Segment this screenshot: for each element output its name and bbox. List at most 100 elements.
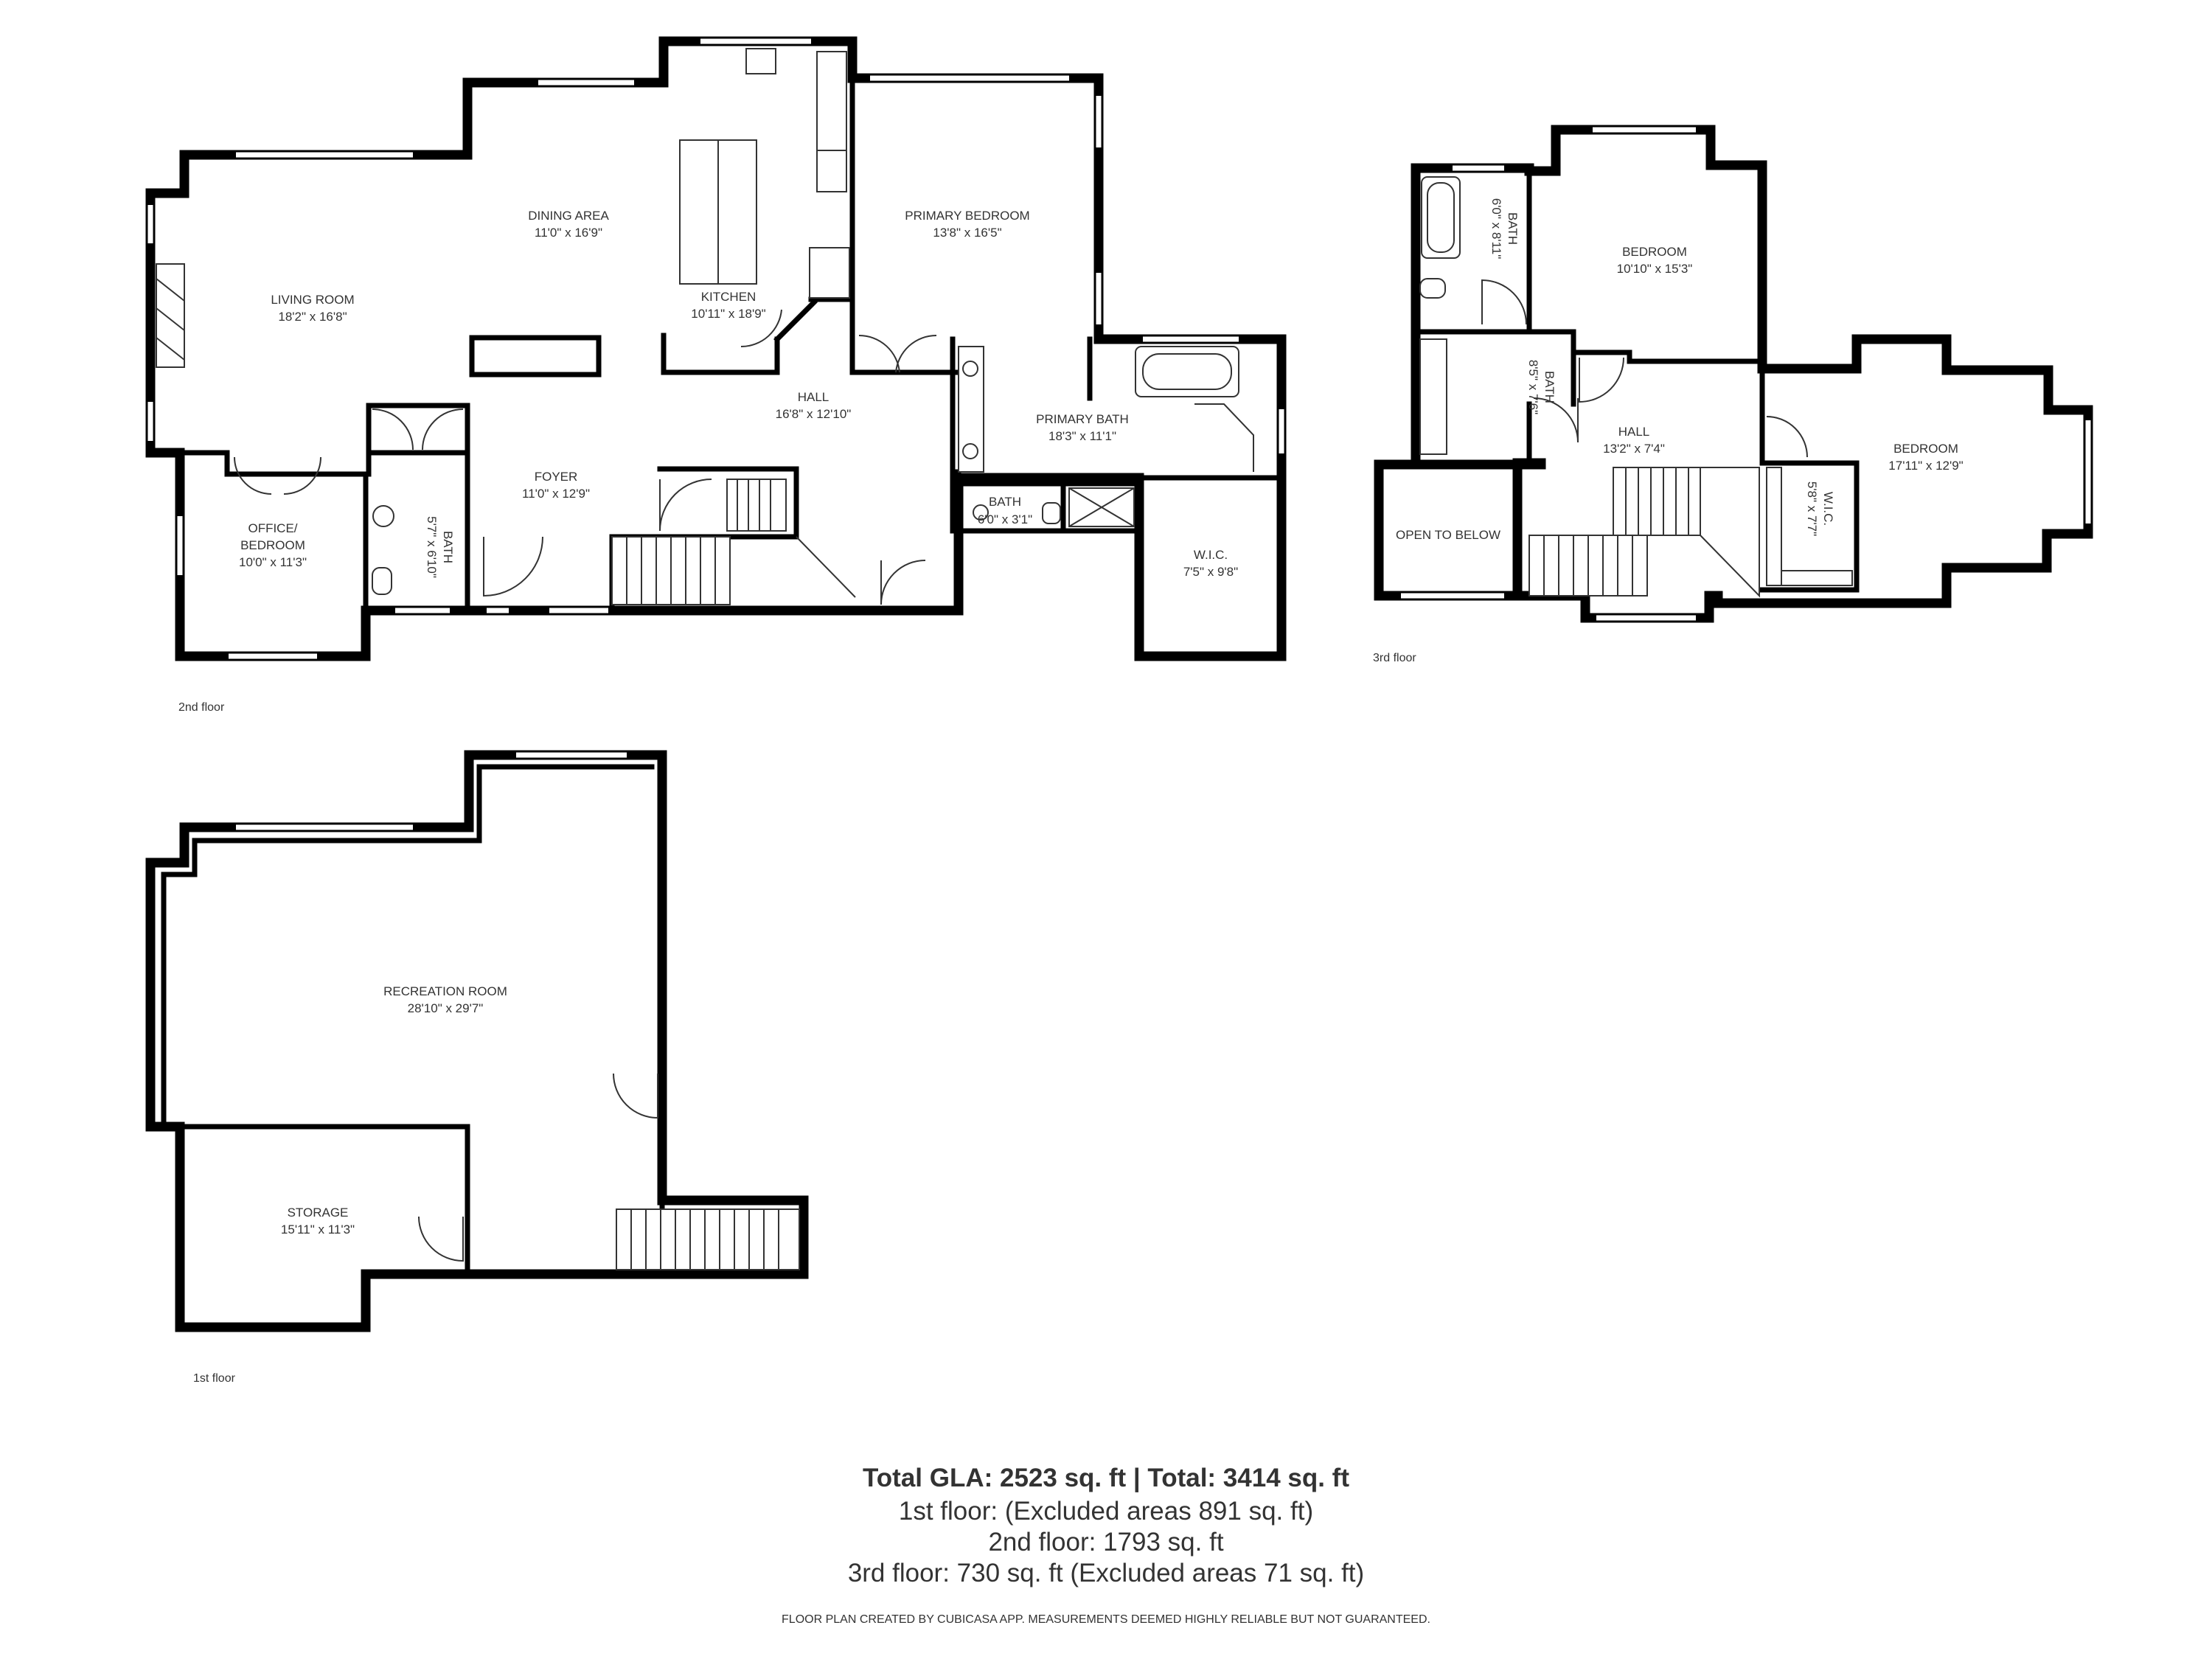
door-swing [858, 334, 900, 373]
room-name-hall: HALL [798, 390, 830, 404]
office-top-wall [177, 450, 470, 477]
door-swing [895, 334, 937, 373]
toilet-icon [1042, 502, 1061, 524]
room-dim-bath-small: 5'7" x 6'10" [425, 516, 439, 578]
storage-wall [177, 1124, 470, 1277]
fireplace-icon [156, 263, 185, 368]
door-swing [283, 456, 321, 495]
room-dim-hall: 16'8" x 12'10" [776, 407, 852, 421]
room-name-bath-half: BATH [989, 495, 1021, 509]
dining-counter-wall [469, 335, 602, 378]
door-swing [1579, 357, 1624, 403]
door-swing [483, 536, 543, 597]
summary-3rd-floor: 3rd floor: 730 sq. ft (Excluded areas 71… [847, 1559, 1365, 1587]
room-name-foyer: FOYER [535, 470, 578, 484]
room-name-wic-3: W.I.C. [1821, 492, 1835, 526]
room-name-dining: DINING AREA [528, 209, 609, 223]
door-swing [372, 408, 414, 451]
room-name-bath-small: BATH [441, 531, 455, 563]
disclaimer: FLOOR PLAN CREATED BY CUBICASA APP. MEAS… [782, 1613, 1430, 1626]
room-dim-bedroom-b: 17'11" x 12'9" [1888, 459, 1963, 473]
room-name-open-below: OPEN TO BELOW [1396, 528, 1500, 542]
room-name-storage: STORAGE [288, 1206, 349, 1220]
room-name-primary-bedroom: PRIMARY BEDROOM [905, 209, 1029, 223]
room-dim-office: 10'0" x 11'3" [239, 555, 307, 569]
room-name-third-hall: HALL [1618, 425, 1650, 439]
floor-label-2nd: 2nd floor [178, 701, 225, 714]
stove-icon [816, 150, 847, 192]
bath-counter [1194, 403, 1254, 472]
first-floor-plan: RECREATION ROOM 28'10" x 29'7" STORAGE 1… [145, 750, 809, 1385]
kitchen-lower-wall [661, 333, 780, 375]
stairs-icon [616, 1208, 800, 1270]
room-name-bath-b: BATH [1543, 371, 1557, 403]
room-name-bedroom-b: BEDROOM [1893, 442, 1958, 456]
door-swing [1533, 397, 1579, 443]
door-swing [1481, 279, 1527, 325]
shower-wall [1060, 481, 1142, 534]
room-dim-kitchen: 10'11" x 18'9" [691, 307, 765, 321]
sink-icon [973, 504, 989, 521]
room-dim-bath-half: 6'0" x 3'1" [978, 512, 1032, 526]
third-floor-plan: BATH 6'0" x 8'11" BEDROOM 10'10" x 15'3"… [1373, 125, 2093, 664]
door-swing [234, 456, 272, 495]
room-name-bath-a: BATH [1506, 212, 1520, 245]
room-name-living: LIVING ROOM [271, 293, 354, 307]
stair-diagonal [1700, 467, 1760, 598]
room-dim-primary-bedroom: 13'8" x 16'5" [933, 226, 1001, 240]
room-name-kitchen: KITCHEN [701, 290, 757, 304]
closet-shelf [1766, 467, 1782, 586]
room-dim-dining: 11'0" x 16'9" [535, 226, 602, 240]
room-dim-wic: 7'5" x 9'8" [1183, 565, 1238, 579]
stair-diagonal [796, 536, 856, 598]
summary-total: Total GLA: 2523 sq. ft | Total: 3414 sq.… [863, 1464, 1349, 1492]
kitchen-angled-wall [773, 299, 818, 343]
second-floor-plan: DINING AREA 11'0" x 16'9" PRIMARY BEDROO… [145, 36, 1287, 714]
room-dim-primary-bath: 18'3" x 11'1" [1048, 429, 1116, 443]
stairs-icon [1613, 467, 1701, 536]
third-floor-outer-wall [1374, 125, 2093, 623]
room-dim-foyer: 11'0" x 12'9" [522, 487, 590, 501]
fridge-icon [809, 247, 850, 299]
room-name-wic: W.I.C. [1194, 548, 1228, 562]
room-dim-bath-a: 6'0" x 8'11" [1489, 198, 1503, 260]
bedroom-a-bottom [1571, 349, 1765, 364]
sink-icon [745, 48, 776, 74]
door-swing [418, 1216, 464, 1262]
toilet-icon [372, 567, 392, 595]
wic-wall [1759, 460, 1860, 593]
primary-bath-wall [950, 336, 1142, 534]
room-name-bedroom-a: BEDROOM [1622, 245, 1687, 259]
recreation-inner-outline [161, 764, 655, 1125]
room-dim-recreation: 28'10" x 29'7" [408, 1001, 484, 1015]
toilet-icon [1419, 278, 1446, 299]
door-swing [1766, 416, 1808, 458]
door-swing [613, 1073, 658, 1119]
room-dim-living: 18'2" x 16'8" [278, 310, 347, 324]
room-dim-wic-3: 5'8" x 7'7" [1805, 481, 1819, 536]
room-dim-bath-b: 8'5" x 7'6" [1526, 360, 1540, 414]
sink-icon [372, 505, 394, 527]
room-name-office-2: BEDROOM [240, 538, 305, 552]
floor-label-3rd: 3rd floor [1373, 652, 1416, 664]
room-dim-third-hall: 13'2" x 7'4" [1603, 442, 1665, 456]
floor-label-1st: 1st floor [193, 1372, 236, 1385]
summary-1st-floor: 1st floor: (Excluded areas 891 sq. ft) [898, 1497, 1314, 1526]
room-name-office-1: OFFICE/ [248, 521, 297, 535]
room-name-recreation: RECREATION ROOM [383, 984, 507, 998]
bath-b-top [1413, 329, 1576, 407]
door-swing [422, 408, 464, 451]
door-swing [659, 479, 712, 532]
room-dim-storage: 15'11" x 11'3" [281, 1222, 355, 1237]
closet-wall [366, 403, 470, 456]
sink-icon [962, 361, 978, 377]
room-name-primary-bath: PRIMARY BATH [1036, 412, 1129, 426]
room-dim-bedroom-a: 10'10" x 15'3" [1617, 262, 1693, 276]
summary-2nd-floor: 2nd floor: 1793 sq. ft [988, 1528, 1224, 1557]
sink-icon [962, 443, 978, 459]
vanity [1419, 338, 1447, 455]
closet-shelf [1781, 570, 1853, 586]
door-swing [880, 560, 926, 605]
door-swing [740, 309, 782, 348]
